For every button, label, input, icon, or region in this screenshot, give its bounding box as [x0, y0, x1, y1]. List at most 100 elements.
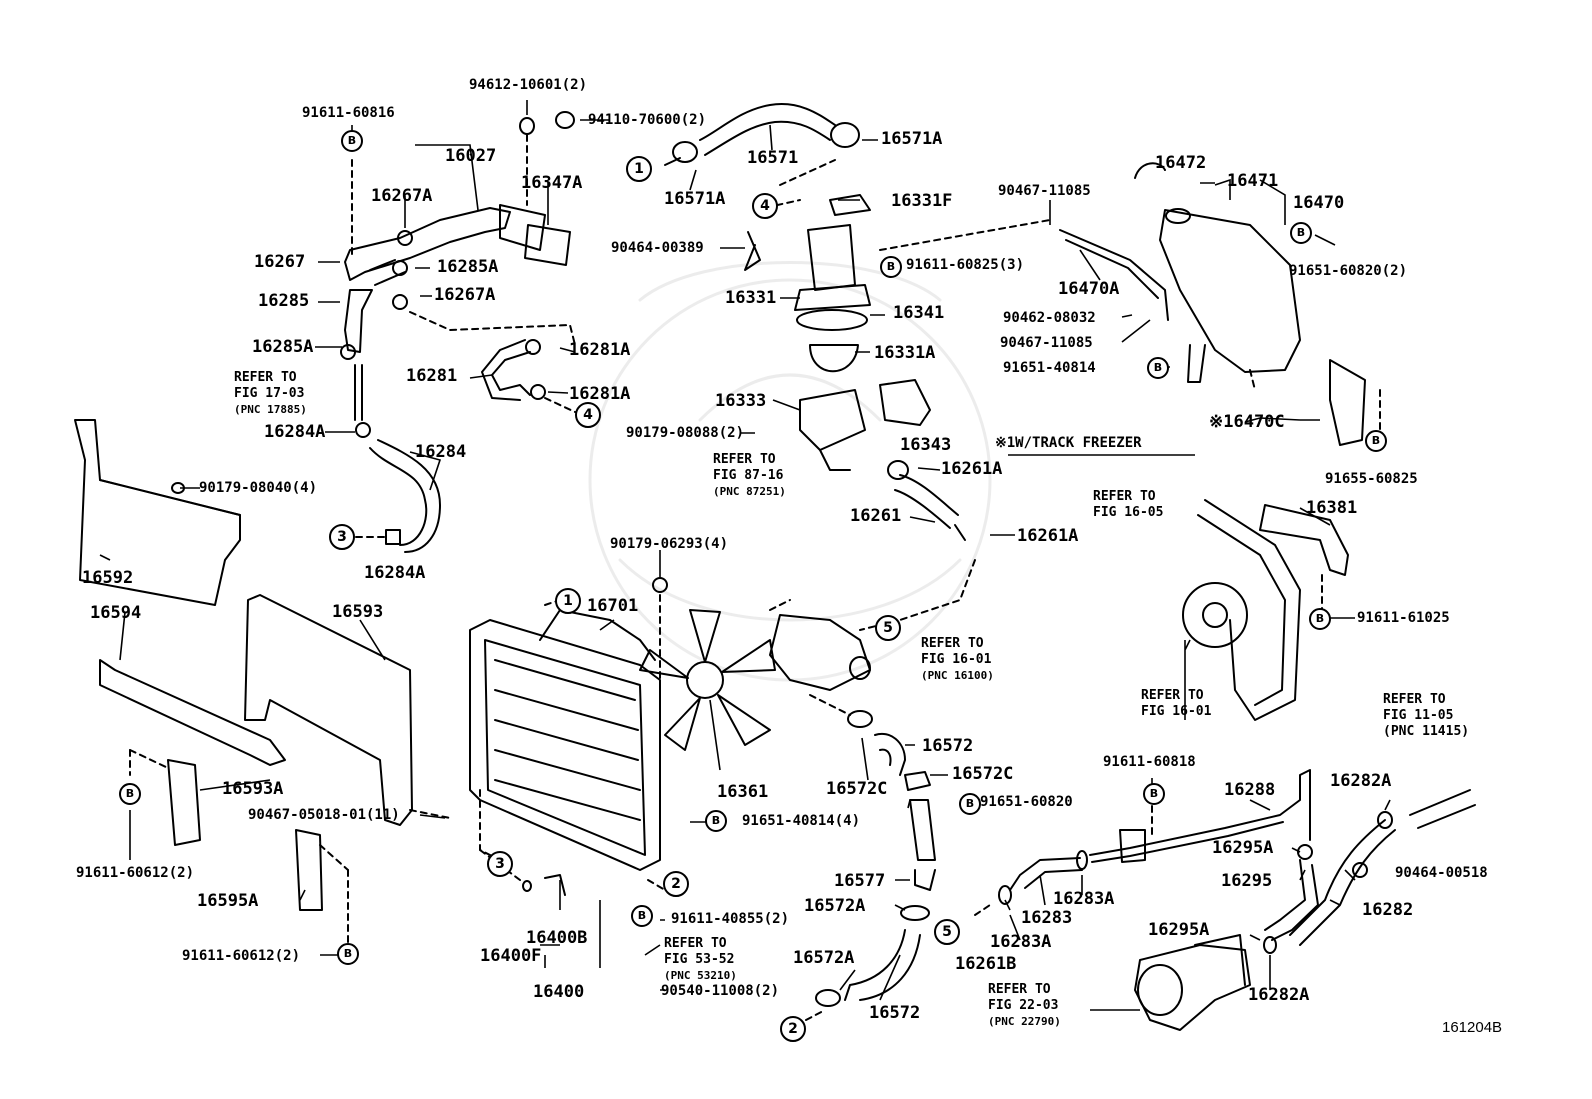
part-label: 90179-06293(4): [610, 536, 729, 552]
part-label: 16283A: [990, 932, 1052, 952]
part-label: 90179-08040(4): [199, 480, 318, 496]
part-label: 91611-60612(2): [182, 948, 301, 964]
part-label: 16593: [332, 602, 384, 622]
part-label: 90464-00518: [1395, 865, 1488, 881]
ref-line: FIG 11-05: [1383, 708, 1454, 723]
part-label: 16281A: [569, 384, 631, 404]
refer-to-fig-16-01-pulley: REFER TO FIG 16-01: [1141, 688, 1211, 720]
part-label: 16284A: [264, 422, 326, 442]
callout-circle-1-radiator: 1: [555, 588, 581, 614]
part-label: 16400: [533, 982, 585, 1002]
callout-circle-1-upper: 1: [626, 156, 652, 182]
ref-line: (PNC 16100): [921, 669, 994, 682]
part-label: 16288: [1224, 780, 1276, 800]
part-label: 16472: [1155, 153, 1207, 173]
part-label: 16261B: [955, 954, 1017, 974]
part-label: 16283: [1021, 908, 1073, 928]
ref-line: REFER TO: [234, 370, 297, 385]
part-label: 16282: [1362, 900, 1414, 920]
part-label: 16571A: [664, 189, 726, 209]
ref-line: REFER TO: [713, 452, 776, 467]
ref-line: FIG 16-05: [1093, 505, 1164, 520]
part-label: 16331: [725, 288, 777, 308]
ref-line: (PNC 22790): [988, 1015, 1061, 1028]
part-label: 16267: [254, 252, 306, 272]
ref-line: FIG 16-01: [1141, 704, 1212, 719]
part-label: 90467-05018-01(11): [248, 807, 400, 823]
part-label: 90464-00389: [611, 240, 704, 256]
bolt-mark: B: [1147, 357, 1169, 379]
part-label: 16267A: [371, 186, 433, 206]
ref-line: FIG 22-03: [988, 998, 1059, 1013]
part-label: 16333: [715, 391, 767, 411]
part-label: 91611-60816: [302, 105, 395, 121]
part-label: 16285: [258, 291, 310, 311]
bolt-mark: B: [1290, 222, 1312, 244]
fan-blades: [639, 609, 776, 751]
bolt-mark: B: [959, 793, 981, 815]
bolt-mark: B: [1365, 430, 1387, 452]
part-label: 94110-70600(2): [588, 112, 707, 128]
part-label: 16295A: [1212, 838, 1274, 858]
part-label: 16282A: [1330, 771, 1392, 791]
refer-to-fig-17-03: REFER TO FIG 17-03 (PNC 17885): [234, 370, 307, 418]
ref-line: (PNC 11415): [1383, 724, 1470, 739]
part-label: 16593A: [222, 779, 284, 799]
part-label: 16592: [82, 568, 134, 588]
part-label: 16027: [445, 146, 497, 166]
ref-line: REFER TO: [664, 936, 727, 951]
part-label: 16282A: [1248, 985, 1310, 1005]
ref-line: (PNC 53210): [664, 969, 737, 982]
part-label: 16572A: [793, 948, 855, 968]
part-label: 91651-40814: [1003, 360, 1096, 376]
part-label: 91611-61025: [1357, 610, 1450, 626]
part-label: 90467-11085: [1000, 335, 1093, 351]
refer-to-fig-16-05: REFER TO FIG 16-05: [1093, 489, 1163, 521]
part-label: 16361: [717, 782, 769, 802]
part-label: 16577: [834, 871, 886, 891]
refer-to-fig-16-01-pump: REFER TO FIG 16-01 (PNC 16100): [921, 636, 994, 684]
part-label: 16285A: [252, 337, 314, 357]
part-label: 16261A: [1017, 526, 1079, 546]
part-label: 91655-60825: [1325, 471, 1418, 487]
part-label: 16261: [850, 506, 902, 526]
ref-line: REFER TO: [1383, 692, 1446, 707]
part-label: 16284A: [364, 563, 426, 583]
bolt-mark: B: [337, 943, 359, 965]
part-label: 16471: [1227, 171, 1279, 191]
part-label: 16572A: [804, 896, 866, 916]
bolt-mark: B: [880, 256, 902, 278]
part-label: 16267A: [434, 285, 496, 305]
part-label: 16571: [747, 148, 799, 168]
bolt-mark: B: [705, 810, 727, 832]
part-label: 16281: [406, 366, 458, 386]
part-label: 91611-40855(2): [671, 911, 790, 927]
part-label: 16400F: [480, 946, 542, 966]
part-label: 91651-60820(2): [1289, 263, 1408, 279]
ref-line: FIG 17-03: [234, 386, 305, 401]
part-label: 91651-60820: [980, 794, 1073, 810]
part-label: 16341: [893, 303, 945, 323]
callout-circle-4-mid: 4: [575, 402, 601, 428]
part-label: 16594: [90, 603, 142, 623]
callout-circle-5-heater: 5: [934, 919, 960, 945]
part-label: 16295A: [1148, 920, 1210, 940]
part-label: 91611-60818: [1103, 754, 1196, 770]
ref-line: REFER TO: [988, 982, 1051, 997]
part-label: 91611-60612(2): [76, 865, 195, 881]
part-label: 16343: [900, 435, 952, 455]
watermark-logo: [588, 261, 992, 682]
bolt-mark: B: [119, 783, 141, 805]
part-label: 16331F: [891, 191, 953, 211]
ref-line: REFER TO: [1141, 688, 1204, 703]
part-label: 16572C: [952, 764, 1014, 784]
part-label: ※16470C: [1209, 412, 1285, 432]
callout-circle-5-pump: 5: [875, 615, 901, 641]
refer-to-fig-22-03: REFER TO FIG 22-03 (PNC 22790): [988, 982, 1061, 1030]
part-label: 16470: [1293, 193, 1345, 213]
ref-line: (PNC 87251): [713, 485, 786, 498]
callout-circle-4-upper: 4: [752, 193, 778, 219]
part-label: 91611-60825(3): [906, 257, 1025, 273]
part-label: 16381: [1306, 498, 1358, 518]
